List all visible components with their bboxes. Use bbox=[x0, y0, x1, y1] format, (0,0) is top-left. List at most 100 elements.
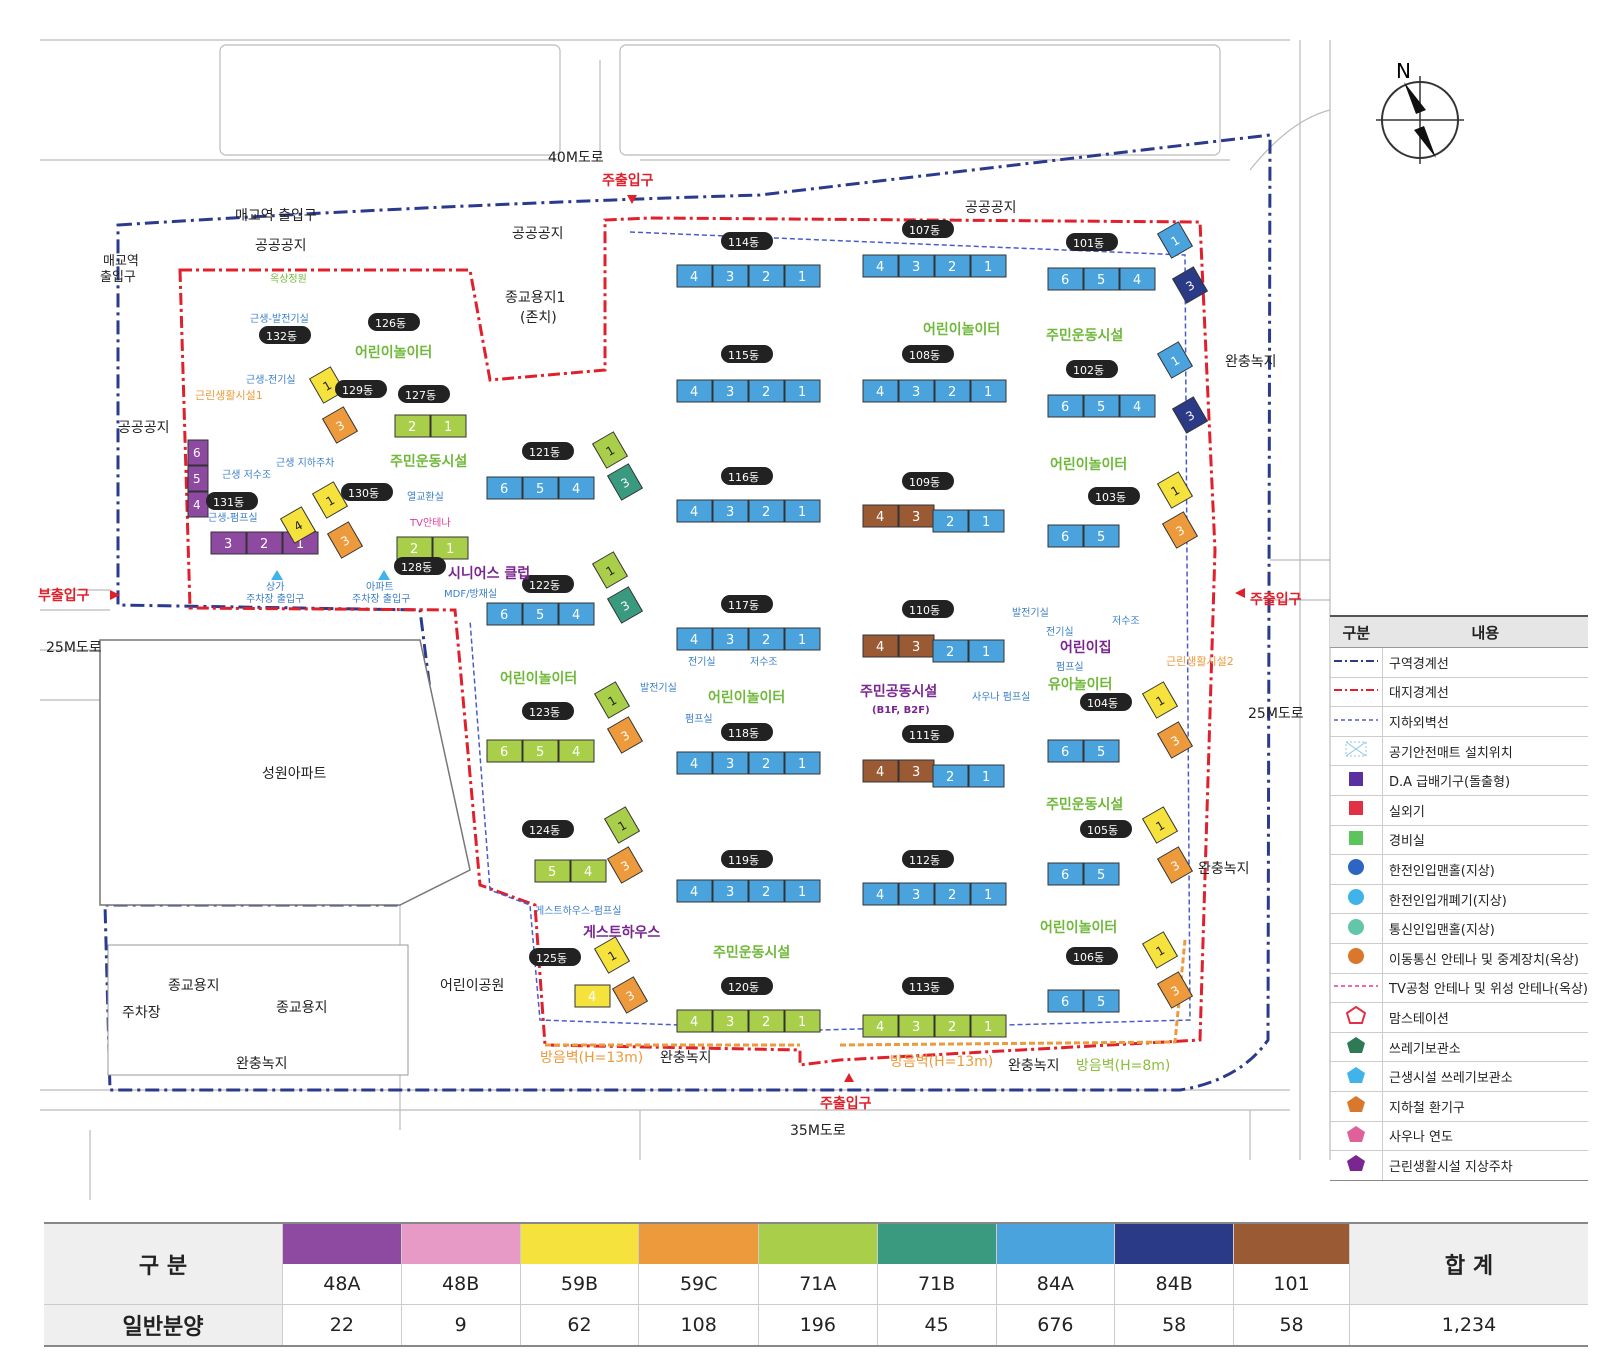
unit-count: 58 bbox=[1233, 1304, 1350, 1346]
residents-sports-label: 주민운동시설 bbox=[390, 453, 467, 470]
building-tag bbox=[368, 313, 420, 331]
unit-line-number: 1 bbox=[984, 385, 992, 400]
building-tag bbox=[721, 595, 773, 613]
building-unit-block bbox=[862, 504, 899, 528]
sauna-pump-label: 사우나 펌프실 bbox=[972, 691, 1030, 703]
unit-line-number: 3 bbox=[912, 1020, 920, 1035]
near-gen-label: 근생-발전기실 bbox=[250, 313, 309, 325]
heat-exchange-label: 열교환실 bbox=[407, 491, 444, 503]
unit-line-number: 5 bbox=[1097, 400, 1105, 415]
building-unit-block bbox=[1083, 862, 1120, 886]
legend-label: 구역경계선 bbox=[1382, 647, 1588, 678]
building-unit-block bbox=[932, 639, 969, 663]
unit-line-number: 4 bbox=[876, 765, 884, 780]
legend-label: 사우나 연도 bbox=[1382, 1121, 1588, 1152]
building-unit-block bbox=[1047, 524, 1084, 548]
unit-line-number: 4 bbox=[690, 1015, 698, 1030]
maegyo-exit-label: 매교역 출입구 bbox=[235, 208, 317, 224]
entrance-right-arrow-icon bbox=[1235, 588, 1245, 598]
apt-parking-line2: 주차장 출입구 bbox=[352, 592, 410, 605]
unit-type-name: 59C bbox=[638, 1264, 759, 1305]
building-unit-block bbox=[712, 379, 749, 403]
legend-label: 근린생활시설 지상주차 bbox=[1382, 1150, 1588, 1181]
building-wing-block: 3 bbox=[1156, 971, 1194, 1009]
unit-type-name: 71B bbox=[876, 1264, 997, 1305]
legend-label: 공기안전매트 설치위치 bbox=[1382, 736, 1588, 767]
unit-count: 58 bbox=[1114, 1304, 1234, 1346]
legend-header-type: 구분 bbox=[1330, 615, 1383, 648]
legend-label: 실외기 bbox=[1382, 795, 1588, 826]
building-unit-block bbox=[968, 639, 1005, 663]
building-unit-block bbox=[712, 751, 749, 775]
unit-line-number: 5 bbox=[548, 865, 556, 880]
entrance-top-arrow-icon bbox=[627, 195, 637, 204]
legend-label: 이동통신 안테나 및 중계장치(옥상) bbox=[1382, 943, 1588, 974]
buffer-b1-label: 완충녹지 bbox=[660, 1050, 712, 1066]
building-unit-block bbox=[712, 499, 749, 523]
building-wing-block: 1 bbox=[311, 481, 349, 519]
unit-line-number: 4 bbox=[572, 482, 580, 497]
building-unit-block bbox=[676, 1009, 713, 1033]
unit-line-number: 5 bbox=[193, 472, 201, 486]
building-unit-block bbox=[784, 1009, 821, 1033]
unit-line-number: 4 bbox=[1133, 400, 1141, 415]
building-unit-block bbox=[712, 879, 749, 903]
legend-symbol bbox=[1330, 795, 1383, 826]
building-tag-label: 124동 bbox=[529, 824, 560, 837]
unit-line-number: 5 bbox=[1097, 530, 1105, 545]
unit-line-number: 4 bbox=[193, 498, 201, 512]
unit-line-number: 2 bbox=[946, 645, 954, 660]
building-tag-label: 122동 bbox=[529, 579, 560, 592]
unit-color-swatch bbox=[638, 1223, 759, 1264]
buffer-r1-label: 완충녹지 bbox=[1225, 354, 1277, 370]
building-wing-block: 3 bbox=[606, 463, 644, 501]
unit-line-number: 4 bbox=[876, 1020, 884, 1035]
building-unit-block bbox=[784, 751, 821, 775]
building-unit-block bbox=[970, 882, 1007, 906]
unit-count: 45 bbox=[876, 1304, 997, 1346]
unit-line-number: 2 bbox=[948, 1020, 956, 1035]
building-unit-block bbox=[970, 379, 1007, 403]
building-wing-block: 4 bbox=[279, 506, 317, 544]
sub-entrance-left: 부출입구 bbox=[38, 587, 90, 604]
building-unit-block bbox=[932, 764, 969, 788]
community-sub-label: (B1F, B2F) bbox=[872, 705, 930, 716]
building-unit-block bbox=[1119, 394, 1156, 418]
building-tag bbox=[1088, 487, 1140, 505]
unit-color-swatch bbox=[995, 1223, 1115, 1264]
pump-room-label: 펌프실 bbox=[685, 713, 713, 725]
building-tag bbox=[1066, 947, 1118, 965]
unit-color-swatch bbox=[1114, 1223, 1234, 1264]
legend-label: 쓰레기보관소 bbox=[1382, 1032, 1588, 1063]
near-pump-label: 근생-펌프실 bbox=[208, 512, 258, 524]
public-land-left-label: 공공공지 bbox=[118, 420, 170, 436]
legend-label: 맘스테이션 bbox=[1382, 1002, 1588, 1033]
unit-line-number: 1 bbox=[798, 885, 806, 900]
unit-count: 676 bbox=[995, 1304, 1115, 1346]
building-tag-label: 116동 bbox=[728, 471, 759, 484]
community-label: 주민공동시설 bbox=[860, 683, 937, 700]
building-unit-block bbox=[968, 764, 1005, 788]
unit-total-value: 1,234 bbox=[1349, 1304, 1588, 1346]
building-tag bbox=[522, 820, 574, 838]
unit-line-number: 1 bbox=[798, 757, 806, 772]
unit-line-number: 3 bbox=[912, 640, 920, 655]
building-unit-block bbox=[1083, 524, 1120, 548]
building-wing-block: 1 bbox=[593, 936, 631, 974]
guest-pump-label: 게스트하우스-펌프실 bbox=[535, 904, 621, 917]
building-wing-block: 1 bbox=[1141, 806, 1179, 844]
gen-room-label: 발전기실 bbox=[640, 682, 677, 694]
near-park-label: 근생 지하주차 bbox=[276, 456, 334, 469]
unit-line-number: 1 bbox=[444, 420, 452, 435]
building-tag bbox=[902, 220, 954, 238]
playground-label: 어린이놀이터 bbox=[1050, 456, 1127, 473]
unit-line-number: 3 bbox=[224, 537, 232, 552]
building-tag bbox=[522, 575, 574, 593]
unit-line-number: 3 bbox=[912, 385, 920, 400]
unit-line-number: 4 bbox=[876, 640, 884, 655]
unit-line-number: 4 bbox=[690, 270, 698, 285]
building-unit-block bbox=[1047, 739, 1084, 763]
building-wing-block: 1 bbox=[1156, 471, 1194, 509]
unit-line-number: 4 bbox=[588, 990, 596, 1005]
